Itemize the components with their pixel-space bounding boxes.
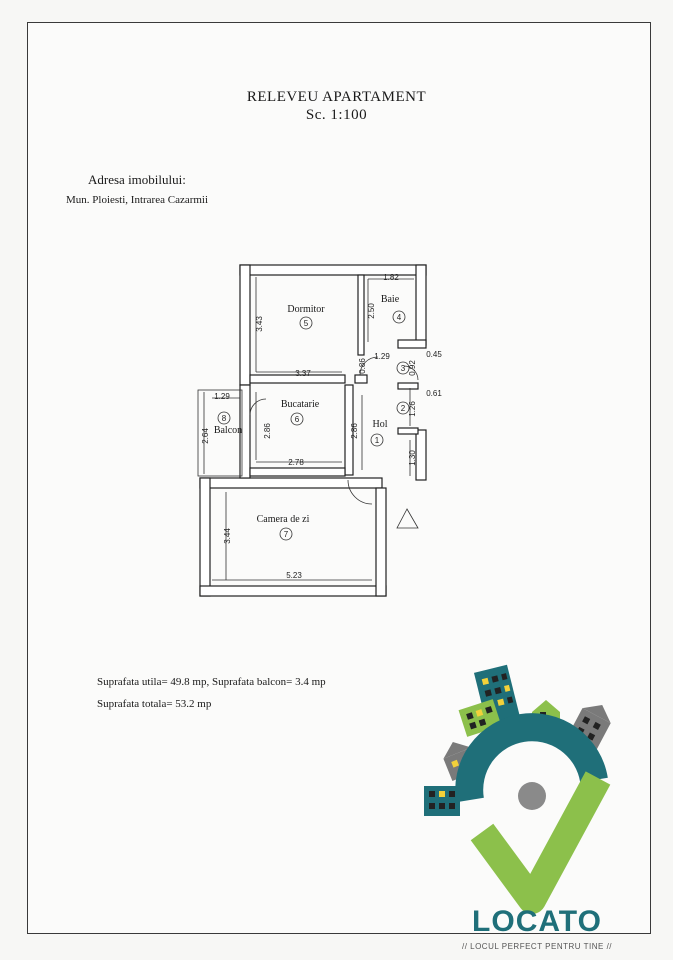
room-hol-number: 1 (375, 436, 380, 445)
room-dormitor-name: Dormitor (287, 304, 325, 315)
dim-086: 0.86 (358, 358, 367, 374)
dim-bucatarie-width: 2.78 (288, 458, 304, 467)
room-camera-name: Camera de zi (257, 514, 310, 525)
area-total: Suprafata totala= 53.2 mp (97, 698, 212, 710)
dim-dormitor-height: 3.43 (255, 316, 264, 332)
locato-logo-icon (424, 664, 611, 914)
area-usable: Suprafata utila= 49.8 mp, Suprafata balc… (97, 676, 326, 688)
room-dormitor-number: 5 (304, 319, 309, 328)
room-baie-name: Baie (381, 294, 400, 305)
room-baie-number: 4 (397, 313, 402, 322)
room-balcon-number: 8 (222, 414, 227, 423)
dim-045: 0.45 (426, 350, 442, 359)
door-arc-hol (359, 356, 379, 376)
dim-092: 0.92 (408, 360, 417, 376)
dim-061: 0.61 (426, 389, 442, 398)
locato-tagline: // LOCUL PERFECT PENTRU TINE // (461, 942, 613, 951)
dim-hol-height: 2.86 (350, 423, 359, 439)
room-camera-number: 7 (284, 530, 289, 539)
plan-title: RELEVEU APARTAMENT (246, 89, 427, 105)
balcony-outline (197, 389, 243, 477)
dim-balcon-width: 1.29 (214, 392, 230, 401)
room-2-number: 2 (401, 404, 406, 413)
address-value: Mun. Ploiesti, Intrarea Cazarmii (66, 194, 209, 206)
entry-triangle-icon (396, 508, 419, 529)
plan-scale: Sc. 1:100 (305, 107, 368, 123)
room-hol-name: Hol (373, 419, 388, 430)
dim-dormitor-width: 3.37 (295, 369, 311, 378)
room-bucatarie-name: Bucatarie (281, 399, 320, 410)
dim-balcon-height: 2.64 (201, 428, 210, 444)
dim-hol-door: 1.29 (374, 352, 390, 361)
dim-126: 1.26 (408, 401, 417, 417)
room-bucatarie-number: 6 (295, 415, 300, 424)
dim-bucatarie-height: 2.86 (263, 423, 272, 439)
room-3-number: 3 (401, 364, 406, 373)
dimension-lines (212, 277, 414, 581)
address-label: Adresa imobilului: (88, 172, 186, 187)
dim-130: 1.30 (408, 450, 417, 466)
door-arc-bucatarie (249, 398, 267, 416)
dim-camera-height: 3.44 (223, 528, 232, 544)
room-balcon-name: Balcon (214, 425, 242, 436)
door-arc-camera (347, 479, 373, 505)
dim-baie-width: 1.82 (383, 273, 399, 282)
walls (199, 264, 427, 597)
locato-brand: LOCATO (472, 905, 602, 938)
door-arc-closet (403, 365, 419, 381)
dim-baie-height: 2.50 (367, 303, 376, 319)
dim-camera-width: 5.23 (286, 571, 302, 580)
